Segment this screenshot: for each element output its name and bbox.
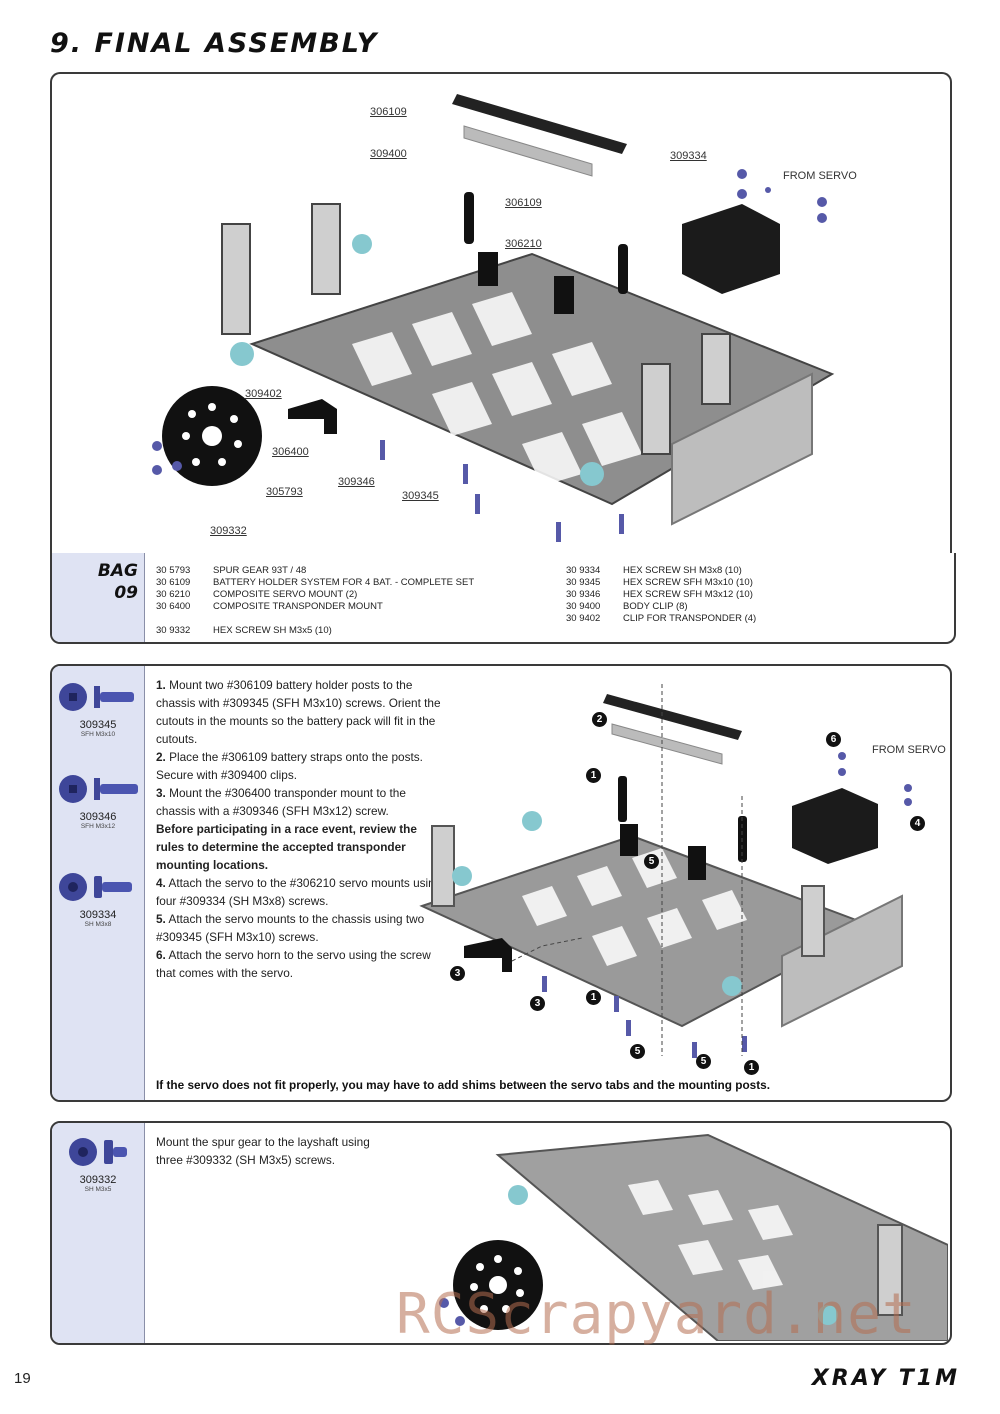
callout-306109-post: 306109 — [505, 197, 542, 209]
step-marker: 5 — [630, 1044, 645, 1059]
socket-head-screw-icon — [69, 1138, 127, 1166]
spur-gear-instruction: Mount the spur gear to the layshaft usin… — [156, 1135, 370, 1167]
chassis-exploded-illustration — [152, 94, 835, 542]
step-marker: 3 — [450, 966, 465, 981]
flat-head-screw-icon — [59, 775, 138, 803]
step-1: 1. Mount two #306109 battery holder post… — [156, 678, 441, 746]
screw-code: 309334 — [79, 909, 117, 921]
callout-from-servo: FROM SERVO — [783, 170, 857, 182]
screw-item: 309346 SFH M3x12 — [52, 772, 144, 830]
callout-309402: 309402 — [245, 388, 282, 400]
screw-code: 309346 — [79, 811, 117, 823]
page-number: 19 — [14, 1370, 31, 1387]
callout-306210: 306210 — [505, 238, 542, 250]
callout-309346: 309346 — [338, 476, 375, 488]
callout-306109-strap: 306109 — [370, 106, 407, 118]
screw-code: 309332 — [79, 1174, 117, 1186]
flat-head-screw-icon — [59, 683, 134, 711]
step-marker: 3 — [530, 996, 545, 1011]
watermark: RCScrapyard.net — [396, 1282, 917, 1347]
step-3: 3. Mount the #306400 transponder mount t… — [156, 786, 406, 818]
step-marker: 1 — [744, 1060, 759, 1075]
screw-item: 309332 SH M3x5 — [52, 1135, 144, 1193]
callout-306400: 306400 — [272, 446, 309, 458]
socket-head-screw-icon — [59, 873, 132, 901]
bag-label-top: BAG — [97, 561, 138, 581]
screw-legend: 309332 SH M3x5 — [52, 1123, 145, 1343]
step-marker: 6 — [826, 732, 841, 747]
step-marker: 5 — [644, 854, 659, 869]
callout-305793: 305793 — [266, 486, 303, 498]
step-marker: 1 — [586, 990, 601, 1005]
screw-item: 309345 SFH M3x10 — [52, 680, 144, 738]
screw-size: SH M3x5 — [84, 1186, 112, 1193]
step-4: 4. Attach the servo to the #306210 servo… — [156, 876, 442, 908]
step-marker: 1 — [586, 768, 601, 783]
spur-gear-illustration — [439, 1133, 948, 1341]
screw-code: 309345 — [79, 719, 117, 731]
callout-309400: 309400 — [370, 148, 407, 160]
step-assembly-illustration — [419, 684, 912, 1058]
step-2: 2. Place the #306109 battery straps onto… — [156, 750, 423, 782]
screw-size: SH M3x8 — [84, 921, 112, 928]
step-marker: 2 — [592, 712, 607, 727]
bag-label: BAG 09 — [52, 553, 145, 642]
from-servo-label: FROM SERVO — [872, 744, 946, 756]
step-6: 6. Attach the servo horn to the servo us… — [156, 948, 431, 980]
race-rules-note: Before participating in a race event, re… — [156, 822, 417, 872]
step-instructions-panel: 309345 SFH M3x10 309346 SFH M3x12 309334… — [50, 664, 952, 1102]
assembly-steps: 1. Mount two #306109 battery holder post… — [156, 676, 446, 982]
brand-logo: XRAY T1M — [811, 1366, 960, 1391]
bag-label-number: 09 — [114, 583, 138, 603]
page-title: 9. FINAL ASSEMBLY — [50, 28, 379, 59]
step-marker: 5 — [696, 1054, 711, 1069]
callout-309334: 309334 — [670, 150, 707, 162]
screw-item: 309334 SH M3x8 — [52, 870, 144, 928]
servo-shim-note: If the servo does not fit properly, you … — [156, 1078, 770, 1092]
spur-gear-panel: 309332 SH M3x5 Mount the spur gear to th… — [50, 1121, 952, 1345]
screw-size: SFH M3x12 — [80, 823, 116, 830]
step-marker: 4 — [910, 816, 925, 831]
step-5: 5. Attach the servo mounts to the chassi… — [156, 912, 425, 944]
callout-309332: 309332 — [210, 525, 247, 537]
screw-legend: 309345 SFH M3x10 309346 SFH M3x12 309334… — [52, 666, 145, 1100]
callout-309345: 309345 — [402, 490, 439, 502]
screw-size: SFH M3x10 — [80, 731, 116, 738]
exploded-diagram-panel: 306109 309400 306109 306210 309334 FROM … — [50, 72, 952, 556]
